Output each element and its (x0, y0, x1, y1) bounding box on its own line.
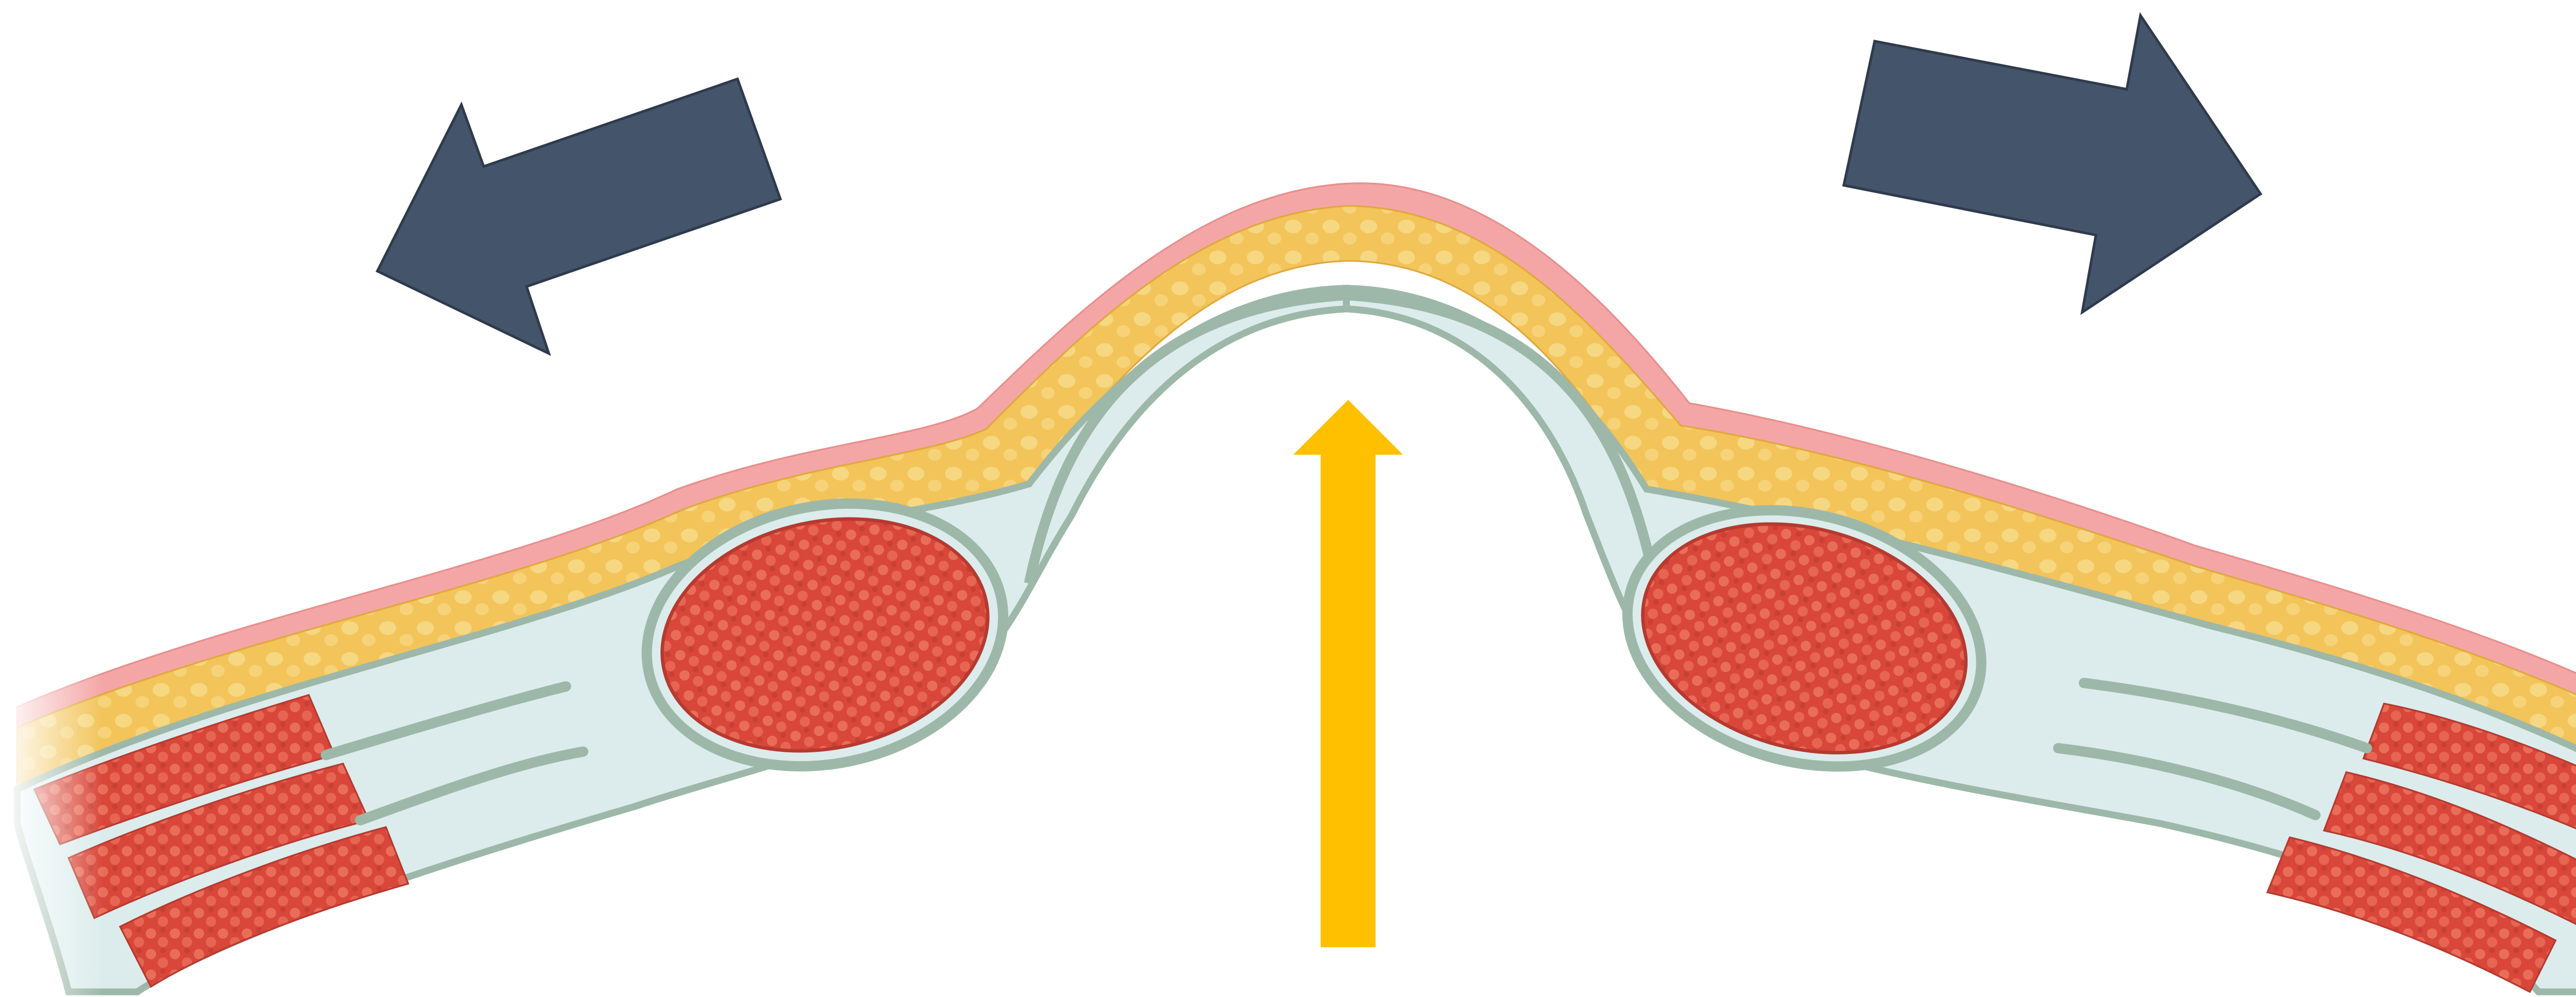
arrow-up-icon (1293, 400, 1403, 947)
arrow-right-icon (1844, 15, 2261, 312)
abdominal-wall (0, 183, 2576, 997)
left-fade (0, 652, 103, 997)
arrow-left-icon (377, 79, 780, 353)
